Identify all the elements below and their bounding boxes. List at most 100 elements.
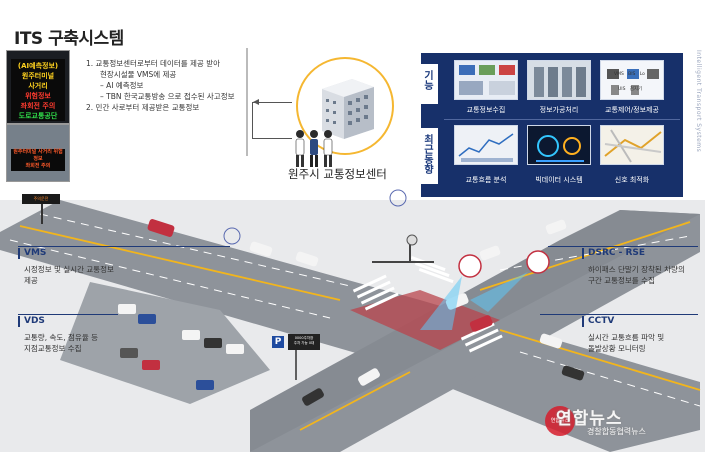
callout-dsrc-title: DSRC - RSE: [582, 248, 700, 259]
control-sub-labels: VMS BIS Lo: [614, 72, 645, 77]
main-road: [0, 200, 700, 452]
car-black: [561, 365, 585, 381]
desc-item-1: 1. 교통정보센터로부터 데이터를 제공 받아: [86, 59, 220, 68]
callout-cctv-line-connector: [540, 314, 698, 315]
bigdata-icon: [527, 125, 591, 165]
callout-vds-title: VDS: [18, 316, 128, 327]
side-caption: Intelligent Transport Systems: [695, 50, 702, 153]
car-white: [249, 241, 273, 257]
vms-sensor-icon: [223, 227, 241, 245]
desc-item-2: 2. 민간 사로부터 제공받은 교통정보: [86, 103, 200, 112]
vms-line: 도로교통공단: [18, 112, 58, 120]
parked-car: [118, 304, 136, 314]
lane-dash: [39, 213, 351, 287]
sensor-ring-icon: [389, 189, 407, 207]
vms-photo-1: (AI예측정보) 원주터미널 사거리 위험정보 좌회전 주의 도로교통공단: [6, 50, 70, 124]
caption-signal-opt: 신호 최적화: [614, 176, 650, 184]
label-recent-text: 최근동향: [421, 134, 433, 174]
arrowhead-icon: [253, 99, 259, 105]
parked-car: [138, 314, 156, 324]
analysis-icon: [454, 125, 518, 165]
sub-label-lo: Lo: [639, 72, 645, 77]
callout-vds-line: 교통량, 속도, 점유율 등: [24, 333, 99, 342]
callout-cctv-line: 돌발상황 모니터링: [588, 344, 646, 353]
vms-line: 사거리: [28, 82, 48, 90]
vms-photo-2: 원주터미널 사거리 위험정보 좌회전 주의: [6, 124, 70, 182]
detection-beam: [420, 276, 462, 330]
car-red: [147, 219, 175, 237]
label-function: 기능: [416, 64, 438, 104]
parked-car: [182, 330, 200, 340]
parking-board-line: 0000주차장: [294, 336, 314, 340]
car-white: [295, 251, 319, 267]
callout-vms-title: VMS: [18, 248, 128, 259]
signal-map-icon: [600, 125, 664, 165]
caption-bigdata: 빅데이터 시스템: [535, 176, 583, 184]
road-vms-board: 주의운전: [22, 194, 60, 204]
callout-dsrc-line: 구간 교통정보를 수집: [588, 276, 655, 285]
parking-board: 0000주차장 주차 가능 0대: [288, 334, 320, 350]
caption-info-processing: 정보가공처리: [539, 106, 579, 114]
panel-divider: [444, 119, 680, 120]
center-lane: [499, 329, 701, 391]
traffic-center-circle: [296, 57, 394, 155]
caption-control-provision: 교통제어/정보제공: [605, 106, 659, 114]
watermark-logo: 연합뉴스: [545, 406, 575, 436]
watermark-subtext: 경찰합동협력뉴스: [587, 427, 646, 436]
traffic-center-label: 원주시 교통정보센터: [288, 167, 387, 181]
vms-line: 좌회전 주의: [25, 163, 51, 169]
sub-label-bis: BIS: [628, 72, 636, 77]
parked-car: [226, 344, 244, 354]
callout-cctv-title: CCTV: [582, 316, 700, 327]
control-icon: [600, 60, 664, 100]
sub-label-detector: 검지기: [629, 87, 643, 92]
vms-screen-2: 원주터미널 사거리 위험정보 좌회전 주의: [11, 149, 65, 171]
car-white: [479, 245, 501, 261]
callout-vms: VMS 시정정보 및 실시간 교통정보 제공: [18, 248, 128, 286]
control-sub-labels-2: UIS 검지기: [618, 86, 642, 92]
vms-line: 좌회전 주의: [20, 102, 56, 110]
callout-vds: VDS 교통량, 속도, 점유율 등 지점교통정보 수집: [18, 316, 128, 354]
car-black: [302, 388, 324, 406]
label-recent-trend: 최근동향: [416, 128, 438, 184]
parking-sign-icon: P: [272, 336, 284, 348]
car-white: [358, 368, 380, 386]
monitor-icon: [454, 60, 518, 100]
parking-board-line: 주차 가능 0대: [293, 341, 315, 345]
watermark-text: 연합뉴스: [556, 409, 623, 429]
callout-dsrc: DSRC - RSE 하이패스 단말기 장착된 차량의 구간 교통정보를 수집: [582, 248, 700, 286]
vms-line: (AI예측정보): [17, 62, 59, 70]
connector-line: [252, 102, 253, 138]
desc-item-1-sub-2: – TBN 한국교통방송 으로 접수된 사고정보: [100, 92, 235, 101]
car-white: [539, 333, 563, 349]
connector-line: [252, 138, 292, 139]
caption-info-collection: 교통정보수집: [466, 106, 506, 114]
parked-car: [120, 348, 138, 358]
car-white: [545, 219, 567, 235]
cctv-sensor-icon: [526, 250, 550, 274]
cctv-camera-icon: [406, 234, 418, 246]
detection-beam: [470, 272, 528, 312]
parked-car: [142, 360, 160, 370]
server-room-icon: [527, 60, 591, 100]
vms-line: 위험정보: [25, 92, 51, 100]
callout-cctv-line: 실시간 교통흐름 파악 및: [588, 333, 665, 342]
connector-line: [252, 102, 292, 103]
intersection-box: [350, 290, 500, 350]
callout-vms-line: 시정정보 및 실시간 교통정보: [24, 265, 114, 274]
desc-item-1-sub-1: – AI 예측정보: [100, 81, 144, 90]
vms-line: 원주터미널: [21, 72, 55, 80]
staff-people-icon: [295, 130, 333, 167]
callout-cctv: CCTV 실시간 교통흐름 파악 및 돌발상황 모니터링: [582, 316, 700, 354]
callout-vms-line-connector: [18, 246, 230, 247]
lane-dash: [519, 351, 701, 407]
label-function-text: 기능: [421, 70, 433, 90]
divider-bar: [246, 48, 248, 156]
callout-vds-line-connector: [18, 314, 118, 315]
page-title: ITS 구축시스템: [14, 29, 124, 49]
vms-description: 1. 교통정보센터로부터 데이터를 제공 받아 현장시설물 VMS에 제공 – …: [86, 58, 235, 113]
parked-car: [204, 338, 222, 348]
callout-dsrc-line: 하이패스 단말기 장착된 차량의: [588, 265, 685, 274]
